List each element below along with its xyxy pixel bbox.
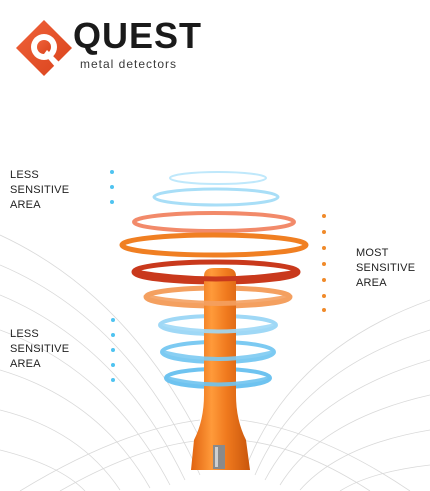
ring-orange-1 [132, 211, 296, 233]
less-sensitive-dots-top [110, 170, 116, 210]
label-line: AREA [10, 358, 41, 370]
label-line: LESS [10, 328, 39, 340]
dot [111, 348, 115, 352]
dot [110, 170, 114, 174]
dot [111, 378, 115, 382]
label-line: SENSITIVE [10, 343, 70, 355]
dot [322, 214, 326, 218]
ring-top-2 [152, 187, 280, 207]
dot [111, 318, 115, 322]
quest-logo-mark-icon [16, 20, 72, 76]
dot [322, 278, 326, 282]
dot [111, 333, 115, 337]
most-sensitive-dots [322, 214, 328, 314]
dot [322, 308, 326, 312]
quest-logo [14, 18, 204, 76]
label-less-sensitive-bottom: LESS SENSITIVE AREA [10, 327, 69, 372]
dot [322, 230, 326, 234]
dot [111, 363, 115, 367]
label-most-sensitive: MOST SENSITIVE AREA [356, 246, 415, 291]
label-less-sensitive-top: LESS SENSITIVE AREA [10, 168, 69, 213]
label-line: SENSITIVE [10, 184, 70, 196]
dot [110, 185, 114, 189]
label-line: MOST [356, 247, 389, 259]
less-sensitive-dots-bottom [111, 318, 117, 384]
dot [110, 200, 114, 204]
label-line: AREA [10, 199, 41, 211]
brand-name: QUEST [73, 15, 203, 56]
dot [322, 262, 326, 266]
brand-tagline: metal detectors [80, 57, 178, 71]
dot [322, 246, 326, 250]
label-line: AREA [356, 277, 387, 289]
dot [322, 294, 326, 298]
label-line: LESS [10, 169, 39, 181]
ring-orange-2 [119, 232, 309, 258]
ring-top-1 [169, 171, 267, 185]
label-line: SENSITIVE [356, 262, 416, 274]
